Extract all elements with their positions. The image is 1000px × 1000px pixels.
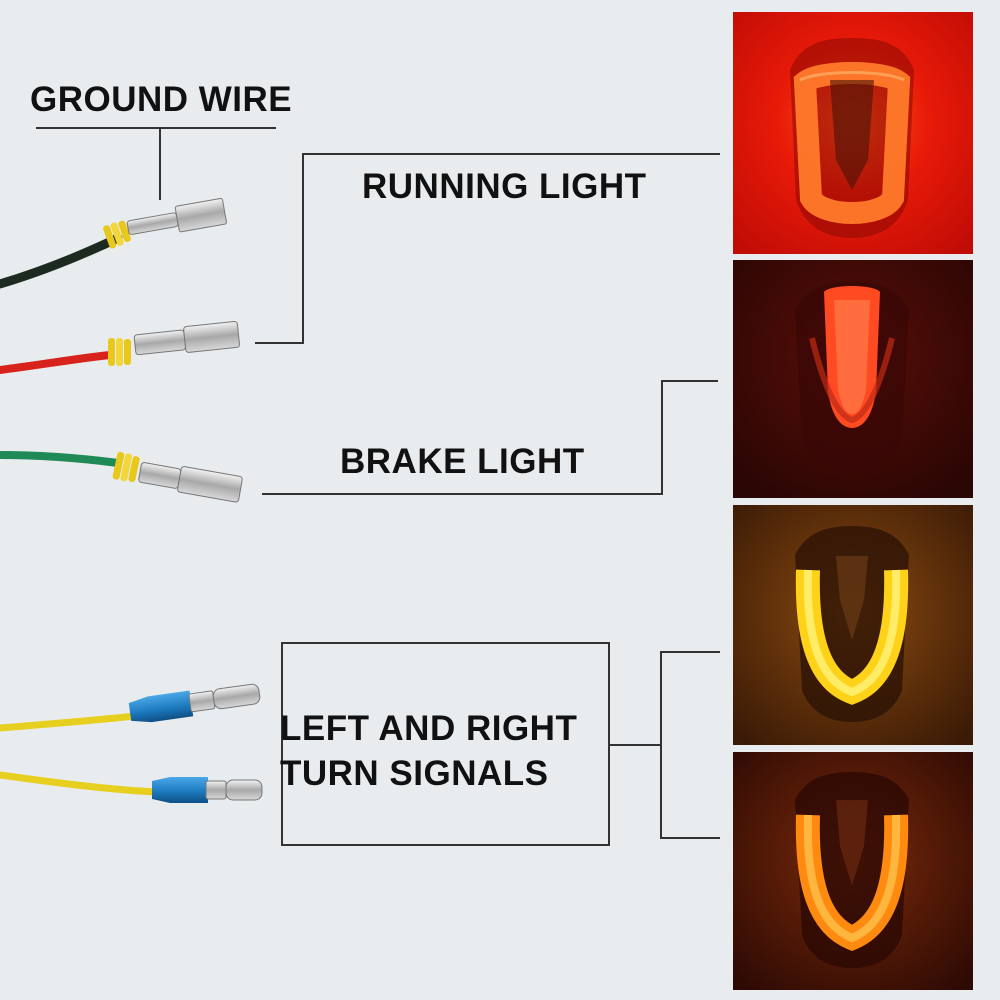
turn-signal-wire-1-insulator	[128, 690, 194, 723]
turn-signal-yellow-lamp-photo	[733, 505, 973, 745]
turn-signal-wire-2-assembly	[0, 771, 263, 803]
turn-signal-orange-lamp-photo	[733, 752, 973, 990]
turn-signal-wire-2-cable	[0, 771, 162, 796]
running-light-wire-cable	[0, 351, 114, 374]
turn-signal-wire-1-assembly	[0, 683, 261, 732]
turn-signal-wire-2-terminal	[205, 779, 263, 801]
ground-wire-terminal	[126, 197, 227, 235]
brake-light-wire-terminal	[138, 462, 243, 503]
turn-signals-label: LEFT AND RIGHT TURN SIGNALS	[280, 706, 577, 796]
ground-wire-seal	[103, 220, 131, 249]
brake-light-label: BRAKE LIGHT	[340, 442, 585, 481]
running-light-wire-seal	[108, 338, 131, 366]
turn-signal-wire-2-insulator	[152, 777, 208, 803]
connector-lines	[36, 127, 720, 846]
turn-signal-wire-1-cable	[0, 712, 139, 732]
turn-signal-wire-1-terminal	[188, 683, 261, 713]
ground-wire-label: GROUND WIRE	[30, 80, 293, 119]
running-light-connector	[255, 153, 720, 344]
brake-light-wire-cable	[0, 451, 122, 467]
turn-signals-fork	[660, 651, 720, 839]
brake-light-connector	[262, 380, 718, 495]
brake-light-lamp-photo	[733, 260, 973, 498]
running-light-wire-assembly	[0, 320, 240, 374]
ground-wire-cable	[0, 233, 123, 289]
turn-signals-label-line2: TURN SIGNALS	[280, 754, 549, 793]
running-light-label: RUNNING LIGHT	[362, 167, 647, 206]
brake-light-wire-seal	[112, 451, 140, 482]
running-light-wire-terminal	[133, 320, 240, 356]
ground-wire-assembly	[0, 197, 227, 289]
running-light-lamp-photo	[733, 12, 973, 254]
turn-signals-label-line1: LEFT AND RIGHT	[280, 709, 578, 748]
brake-light-wire-assembly	[0, 451, 243, 503]
